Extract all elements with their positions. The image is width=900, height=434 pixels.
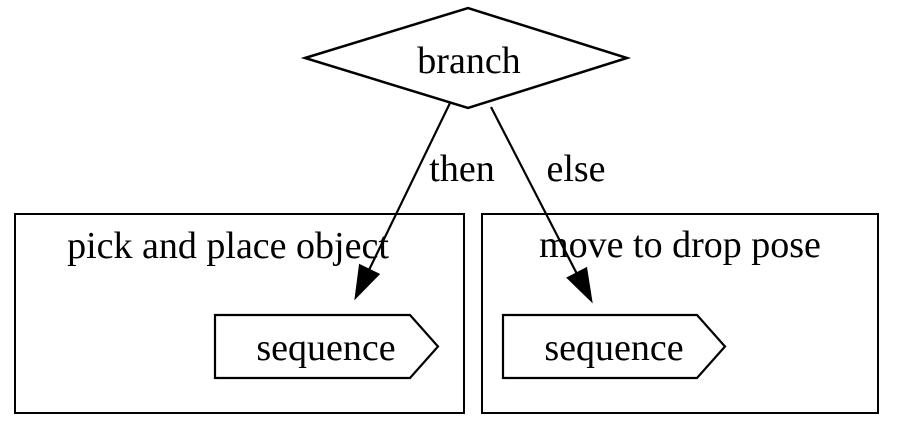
edge-else-label: else: [546, 148, 605, 190]
sequence-node-right: [501, 313, 727, 380]
sequence-node-left: [213, 313, 440, 380]
branch-label: branch: [417, 40, 520, 82]
branch-diamond-node: [300, 6, 632, 110]
container-title-pick-and-place: pick and place object: [67, 225, 389, 267]
container-pick-and-place: [14, 213, 465, 414]
edge-then-label: then: [429, 148, 494, 190]
edge-else-arrowhead-icon: [566, 266, 593, 304]
edge-then-arrowhead-icon: [354, 263, 381, 301]
edge-then-line: [368, 102, 451, 271]
sequence-label-right: sequence: [544, 327, 683, 369]
container-title-move-to-drop: move to drop pose: [539, 224, 821, 266]
container-move-to-drop: [481, 213, 879, 414]
sequence-label-left: sequence: [256, 327, 395, 369]
edge-else-line: [490, 106, 578, 275]
